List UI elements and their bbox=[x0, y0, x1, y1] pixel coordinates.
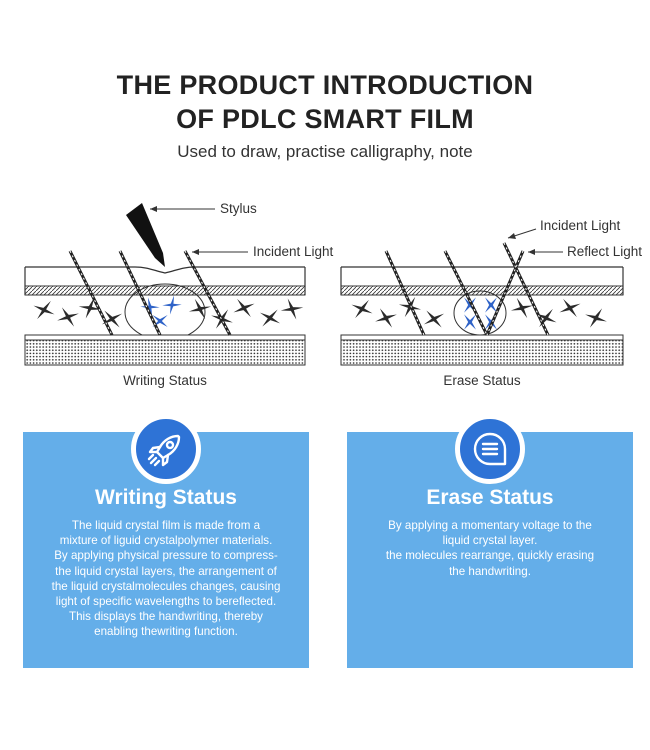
description-line: light of specific wavelengths to berefle… bbox=[55, 595, 277, 609]
stylus-label: Stylus bbox=[220, 201, 257, 216]
page-title-line-1: THE PRODUCT INTRODUCTION bbox=[116, 70, 534, 100]
erase-status-diagram: Incident Light Reflect Light Erase Statu… bbox=[340, 218, 642, 388]
writing-status-description: The liquid crystal film is made from a m… bbox=[38, 518, 294, 640]
writing-status-diagram: Stylus Incident Light Writing Status bbox=[24, 201, 334, 388]
page-subtitle: Used to draw, practise calligraphy, note bbox=[177, 142, 473, 161]
description-line: By applying physical pressure to compres… bbox=[54, 549, 278, 563]
description-line: By applying a momentary voltage to the bbox=[388, 519, 592, 532]
description-line: The liquid crystal film is made from a bbox=[71, 519, 261, 532]
pdlc-diagrams: Stylus Incident Light Writing Status bbox=[24, 201, 642, 388]
description-line: This displays the handwriting, thereby bbox=[69, 610, 263, 624]
erase-status-description: By applying a momentary voltage to the l… bbox=[362, 518, 618, 579]
description-line: the handwriting. bbox=[449, 564, 531, 578]
writing-status-caption: Writing Status bbox=[123, 373, 207, 388]
erase-status-title: Erase Status bbox=[426, 486, 554, 509]
page-title-line-2: OF PDLC SMART FILM bbox=[176, 104, 474, 134]
incident-light-label-erase: Incident Light bbox=[540, 218, 621, 233]
incident-light-label: Incident Light bbox=[253, 244, 334, 259]
description-line: the liquid crystal layers, the arrangeme… bbox=[55, 564, 277, 578]
rocket-icon bbox=[147, 434, 181, 467]
writing-status-title: Writing Status bbox=[95, 486, 237, 509]
writing-badge bbox=[131, 414, 201, 484]
description-line: mixture of liguid crystalpolymer materia… bbox=[59, 534, 273, 548]
description-line: the molecules rearrange, quickly erasing bbox=[385, 549, 595, 563]
description-line: liquid crystal layer. bbox=[442, 534, 538, 548]
chat-bubble-icon bbox=[473, 432, 507, 466]
erase-badge bbox=[455, 414, 525, 484]
reflect-light-label: Reflect Light bbox=[567, 244, 642, 259]
erase-status-caption: Erase Status bbox=[443, 373, 521, 388]
description-line: enabling thewriting function. bbox=[94, 625, 238, 639]
description-line: the liquid crystalmolecules changes, cau… bbox=[51, 579, 281, 593]
